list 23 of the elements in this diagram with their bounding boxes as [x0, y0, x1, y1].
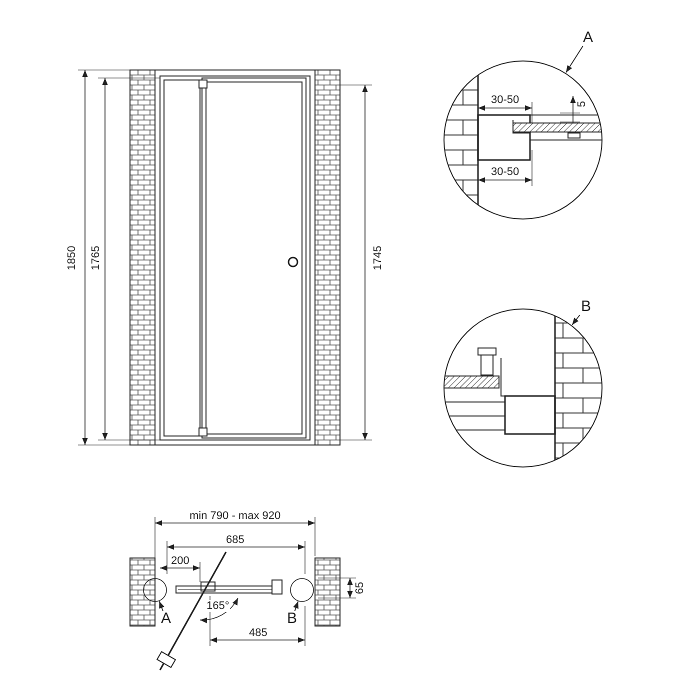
leader-line — [293, 600, 299, 612]
dimension-value: 485 — [248, 627, 268, 639]
detail-view — [443, 60, 603, 220]
dimension-value: 200 — [170, 555, 190, 567]
dimension-value: 1850 — [66, 244, 78, 272]
dimension-value: min 790 - max 920 — [188, 510, 282, 522]
dimension-value: 5 — [576, 100, 588, 108]
detail-callout-letter: A — [159, 611, 173, 627]
leader-line — [572, 314, 580, 326]
leader-line — [158, 600, 164, 612]
detail-marker-circle — [143, 578, 167, 602]
detail-callout-letter: B — [579, 299, 593, 315]
dimension-value: 1765 — [90, 244, 102, 272]
dimension-value: 685 — [225, 534, 246, 546]
detail-marker-circle — [290, 578, 314, 602]
dimension-value: 65 — [354, 580, 366, 596]
dimension-value: 30-50 — [490, 94, 520, 106]
dimension-value: 1745 — [372, 244, 384, 272]
detail-callout-letter: B — [285, 611, 299, 627]
dimension-value: 30-50 — [490, 166, 520, 178]
dimension-value: 165° — [206, 600, 230, 612]
leader-line — [566, 46, 584, 73]
detail-callout-letter: A — [581, 30, 595, 46]
